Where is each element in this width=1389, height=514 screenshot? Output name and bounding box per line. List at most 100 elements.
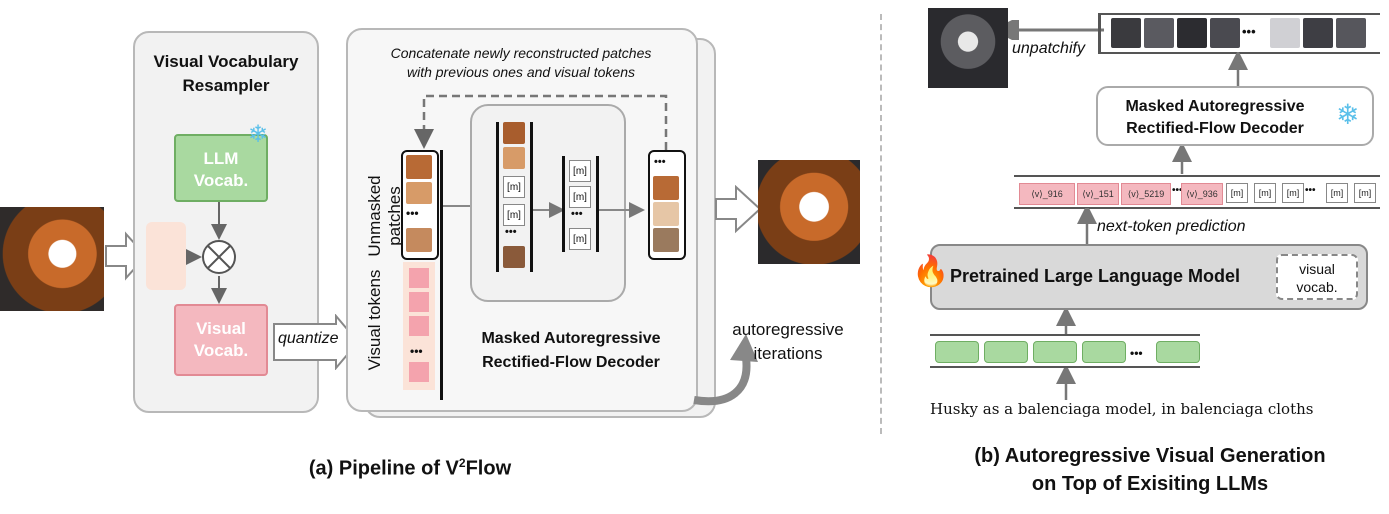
divider bbox=[880, 14, 882, 434]
resampler-query-box bbox=[146, 222, 186, 290]
resampler-arrows bbox=[186, 202, 227, 304]
decoder-label-line2: Rectified-Flow Decoder bbox=[482, 354, 660, 371]
text-token bbox=[1156, 341, 1200, 363]
column-bar bbox=[1100, 13, 1380, 15]
patch bbox=[406, 228, 432, 252]
patch bbox=[1111, 18, 1141, 48]
visual-vocab-tag-line2: vocab. bbox=[1296, 279, 1338, 295]
visual-token bbox=[409, 362, 429, 382]
arrow bbox=[1077, 208, 1097, 246]
mask-token: [m] bbox=[503, 204, 525, 226]
output-dog-image bbox=[758, 160, 860, 264]
mask-token: [m] bbox=[569, 228, 591, 250]
token-pink: ⟨v⟩_5219 bbox=[1121, 183, 1171, 205]
column-bar bbox=[530, 122, 533, 272]
text-token bbox=[1082, 341, 1126, 363]
patch bbox=[653, 202, 679, 226]
unpatchify-label: unpatchify bbox=[1012, 40, 1085, 57]
decoder-label: Masked Autoregressive Rectified-Flow Dec… bbox=[446, 327, 696, 375]
column-bar bbox=[562, 156, 565, 252]
ellipsis: ••• bbox=[1242, 24, 1256, 39]
patch bbox=[653, 228, 679, 252]
ellipsis: ••• bbox=[1172, 185, 1183, 196]
visual-vocab-tag: visual vocab. bbox=[1276, 254, 1358, 300]
visual-tokens-label: Visual tokens bbox=[365, 269, 384, 371]
unmasked-patches-line1: Unmasked bbox=[365, 175, 384, 257]
llm-vocab-line2: Vocab. bbox=[193, 171, 249, 190]
visual-token bbox=[409, 316, 429, 336]
arrow bbox=[533, 202, 565, 218]
ar-iterations-label: autoregressive iterations bbox=[718, 318, 858, 366]
token-pink: ⟨v⟩_916 bbox=[1019, 183, 1075, 205]
mask-token: [m] bbox=[503, 176, 525, 198]
llm-vocab-box: LLM Vocab. bbox=[174, 134, 268, 202]
multiply-icon bbox=[202, 240, 236, 274]
patch bbox=[503, 147, 525, 169]
fire-icon: 🔥 bbox=[912, 255, 950, 288]
mask-token: [m] bbox=[569, 186, 591, 208]
ellipsis: ••• bbox=[410, 344, 423, 358]
token-pink: ⟨v⟩_936 bbox=[1181, 183, 1223, 205]
right-decoder-line1: Masked Autoregressive bbox=[1125, 98, 1305, 115]
arrow bbox=[599, 202, 645, 218]
prompt-text: Husky as a balenciaga model, in balencia… bbox=[930, 400, 1314, 418]
mask-token: [m] bbox=[569, 160, 591, 182]
column-bar bbox=[930, 366, 1200, 368]
text-token bbox=[984, 341, 1028, 363]
resampler-title-line2: Resampler bbox=[182, 76, 270, 95]
patch bbox=[406, 155, 432, 179]
quantize-label: quantize bbox=[278, 330, 339, 347]
ellipsis: ••• bbox=[1305, 185, 1316, 196]
visual-vocab-tag-line1: visual bbox=[1299, 261, 1335, 277]
column-bar bbox=[1014, 175, 1380, 177]
patch bbox=[406, 182, 432, 204]
snowflake-icon: ❄ bbox=[1336, 99, 1360, 130]
unmasked-patches-label: Unmasked patches bbox=[365, 161, 405, 271]
caption-a-sup: 2 bbox=[458, 456, 466, 470]
patch bbox=[1210, 18, 1240, 48]
visual-token bbox=[409, 292, 429, 312]
caption-a-suffix: Flow bbox=[465, 457, 512, 480]
patch bbox=[1177, 18, 1207, 48]
input-dog-image bbox=[0, 207, 104, 311]
visual-token bbox=[409, 268, 429, 288]
decoder-label-line1: Masked Autoregressive bbox=[481, 330, 661, 347]
visual-vocab-line1: Visual bbox=[196, 319, 246, 338]
patch bbox=[1336, 18, 1366, 48]
column-bar bbox=[1098, 13, 1101, 54]
ellipsis: ••• bbox=[406, 206, 419, 220]
ellipsis: ••• bbox=[571, 208, 583, 220]
llm-label: Pretrained Large Language Model bbox=[950, 266, 1241, 286]
unpatchify-arrow bbox=[1008, 20, 1104, 40]
concat-note: Concatenate newly reconstructed patches … bbox=[348, 44, 694, 82]
visual-vocab-box: Visual Vocab. bbox=[174, 304, 268, 376]
arrow bbox=[1172, 146, 1192, 174]
mask-token: [m] bbox=[1354, 183, 1376, 203]
caption-a-text: (a) Pipeline of V bbox=[308, 457, 459, 480]
ellipsis: ••• bbox=[1130, 346, 1143, 360]
text-token bbox=[935, 341, 979, 363]
iteration-arrow bbox=[693, 334, 758, 406]
snowflake-icon: ❄ bbox=[248, 121, 269, 148]
ellipsis: ••• bbox=[654, 156, 666, 168]
patch bbox=[1144, 18, 1174, 48]
ar-iterations-line2: iterations bbox=[753, 344, 823, 363]
column-bar bbox=[440, 150, 443, 400]
patch bbox=[1303, 18, 1333, 48]
resampler-title: Visual Vocabulary Resampler bbox=[133, 50, 319, 98]
patch bbox=[1270, 18, 1300, 48]
mask-token: [m] bbox=[1226, 183, 1248, 203]
next-token-label: next-token prediction bbox=[1097, 218, 1246, 235]
column-bar bbox=[1014, 207, 1380, 209]
patch bbox=[503, 246, 525, 268]
column-bar bbox=[496, 122, 499, 272]
ar-iterations-line1: autoregressive bbox=[732, 320, 844, 339]
mask-token: [m] bbox=[1282, 183, 1304, 203]
concat-loop-arrow bbox=[414, 94, 668, 150]
caption-b: (b) Autoregressive Visual Generation on … bbox=[920, 442, 1380, 498]
resampler-title-line1: Visual Vocabulary bbox=[153, 52, 299, 71]
llm-vocab-line1: LLM bbox=[203, 149, 239, 168]
arrow bbox=[1228, 52, 1248, 86]
caption-b-line1: (b) Autoregressive Visual Generation bbox=[974, 445, 1326, 467]
